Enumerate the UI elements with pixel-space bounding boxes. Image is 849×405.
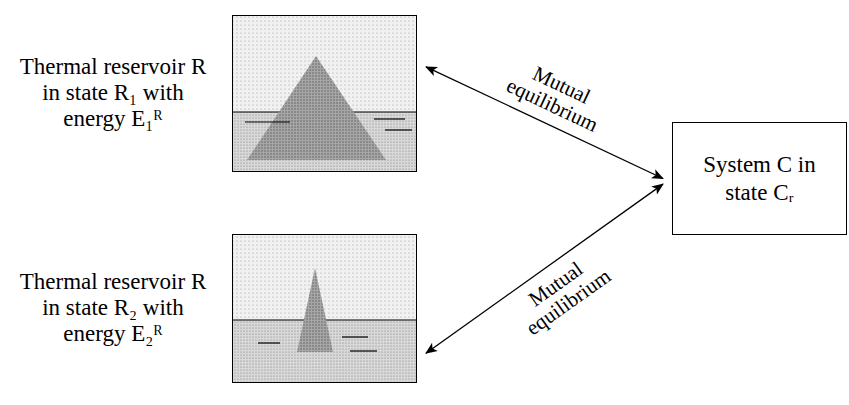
- system-label: System C in state Cᵣ: [683, 151, 836, 206]
- reservoir-heading: Thermal reservoir R in state R₂ with ene…: [13, 269, 213, 348]
- edge-label: Mutual equilibrium: [498, 239, 625, 347]
- system-box: System C in state Cᵣ: [672, 122, 847, 235]
- reservoir-heading: Thermal reservoir R in state R₁ with ene…: [13, 54, 213, 133]
- reservoir-box: Thermal reservoir R in state R₁ with ene…: [232, 15, 417, 172]
- reservoir-box: Thermal reservoir R in state R₂ with ene…: [232, 234, 417, 383]
- equilibrium-arrow: [426, 184, 663, 353]
